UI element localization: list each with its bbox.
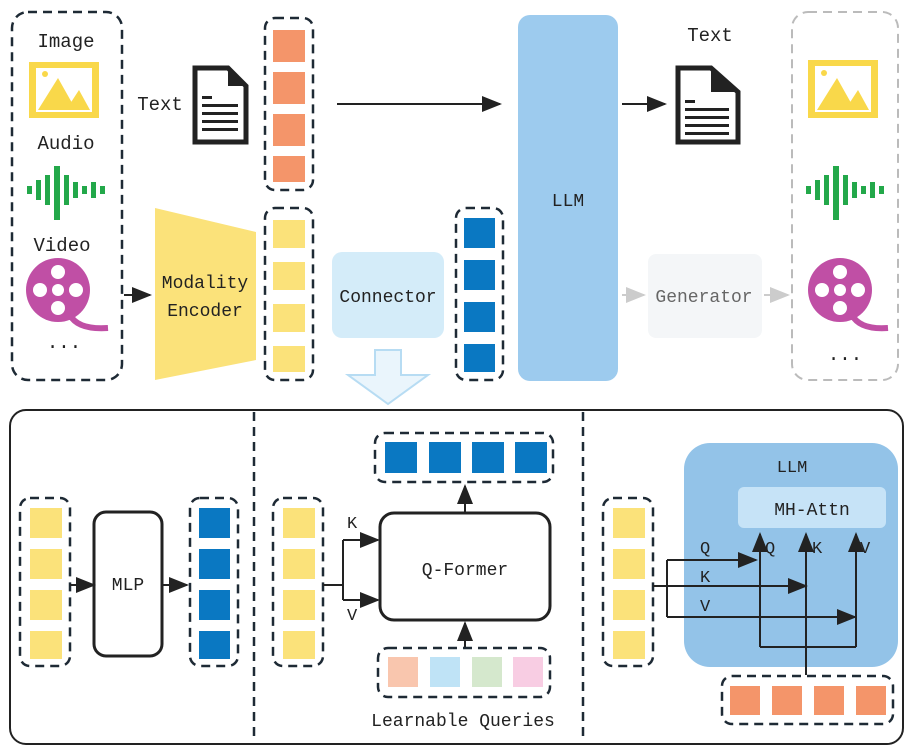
connector-box: Connector — [332, 252, 444, 338]
video-label: Video — [33, 235, 90, 257]
svg-text:K: K — [347, 515, 358, 534]
audio-label: Audio — [37, 133, 94, 155]
svg-text:V: V — [700, 598, 711, 617]
svg-text:MH-Attn: MH-Attn — [774, 501, 850, 521]
svg-text:LLM: LLM — [552, 192, 584, 212]
qformer-connector: K V Q-Former Learnable Queries — [271, 431, 555, 732]
svg-text:Modality: Modality — [162, 274, 249, 294]
mlp-connector: MLP — [18, 496, 240, 668]
input-modalities: Image Audio Video ... — [10, 10, 124, 382]
expand-arrow-icon — [344, 349, 432, 406]
svg-text:K: K — [812, 540, 823, 559]
image-icon — [29, 62, 99, 118]
output-audio-icon — [806, 166, 884, 220]
llm-block: LLM — [518, 15, 618, 381]
svg-text:Q: Q — [700, 540, 710, 559]
svg-text:Encoder: Encoder — [167, 302, 243, 322]
connector-variants-panel — [9, 409, 904, 745]
svg-text:Q-Former: Q-Former — [422, 561, 508, 581]
learnable-queries — [376, 646, 552, 699]
image-label: Image — [37, 31, 94, 53]
text-input-label: Text — [137, 94, 183, 116]
generator-box: Generator — [648, 254, 762, 338]
svg-text:K: K — [700, 569, 711, 588]
svg-text:V: V — [860, 540, 871, 559]
svg-text:V: V — [347, 607, 358, 626]
modality-encoder: Modality Encoder — [155, 208, 256, 380]
svg-text:LLM: LLM — [777, 459, 808, 478]
svg-text:Generator: Generator — [655, 288, 752, 308]
text-tokens — [263, 16, 315, 192]
text-tokens-row — [720, 674, 895, 726]
text-output-label: Text — [687, 25, 733, 47]
more-modalities: ... — [47, 332, 81, 354]
output-modalities: ... — [791, 11, 899, 381]
svg-text:MLP: MLP — [112, 576, 144, 596]
svg-text:Connector: Connector — [339, 288, 436, 308]
connector-tokens — [454, 206, 505, 382]
svg-text:...: ... — [828, 344, 862, 366]
output-video-icon — [808, 258, 889, 332]
svg-text:Q: Q — [765, 540, 775, 559]
output-image-icon — [808, 60, 878, 118]
video-reel-icon — [26, 258, 109, 332]
modality-tokens — [263, 206, 315, 382]
svg-text:Learnable Queries: Learnable Queries — [371, 712, 555, 732]
audio-waveform-icon — [27, 166, 105, 220]
output-document-icon — [675, 65, 741, 145]
document-icon — [192, 65, 249, 145]
llm-attention-connector: LLM MH-Attn Q K V Q K V — [601, 443, 898, 726]
